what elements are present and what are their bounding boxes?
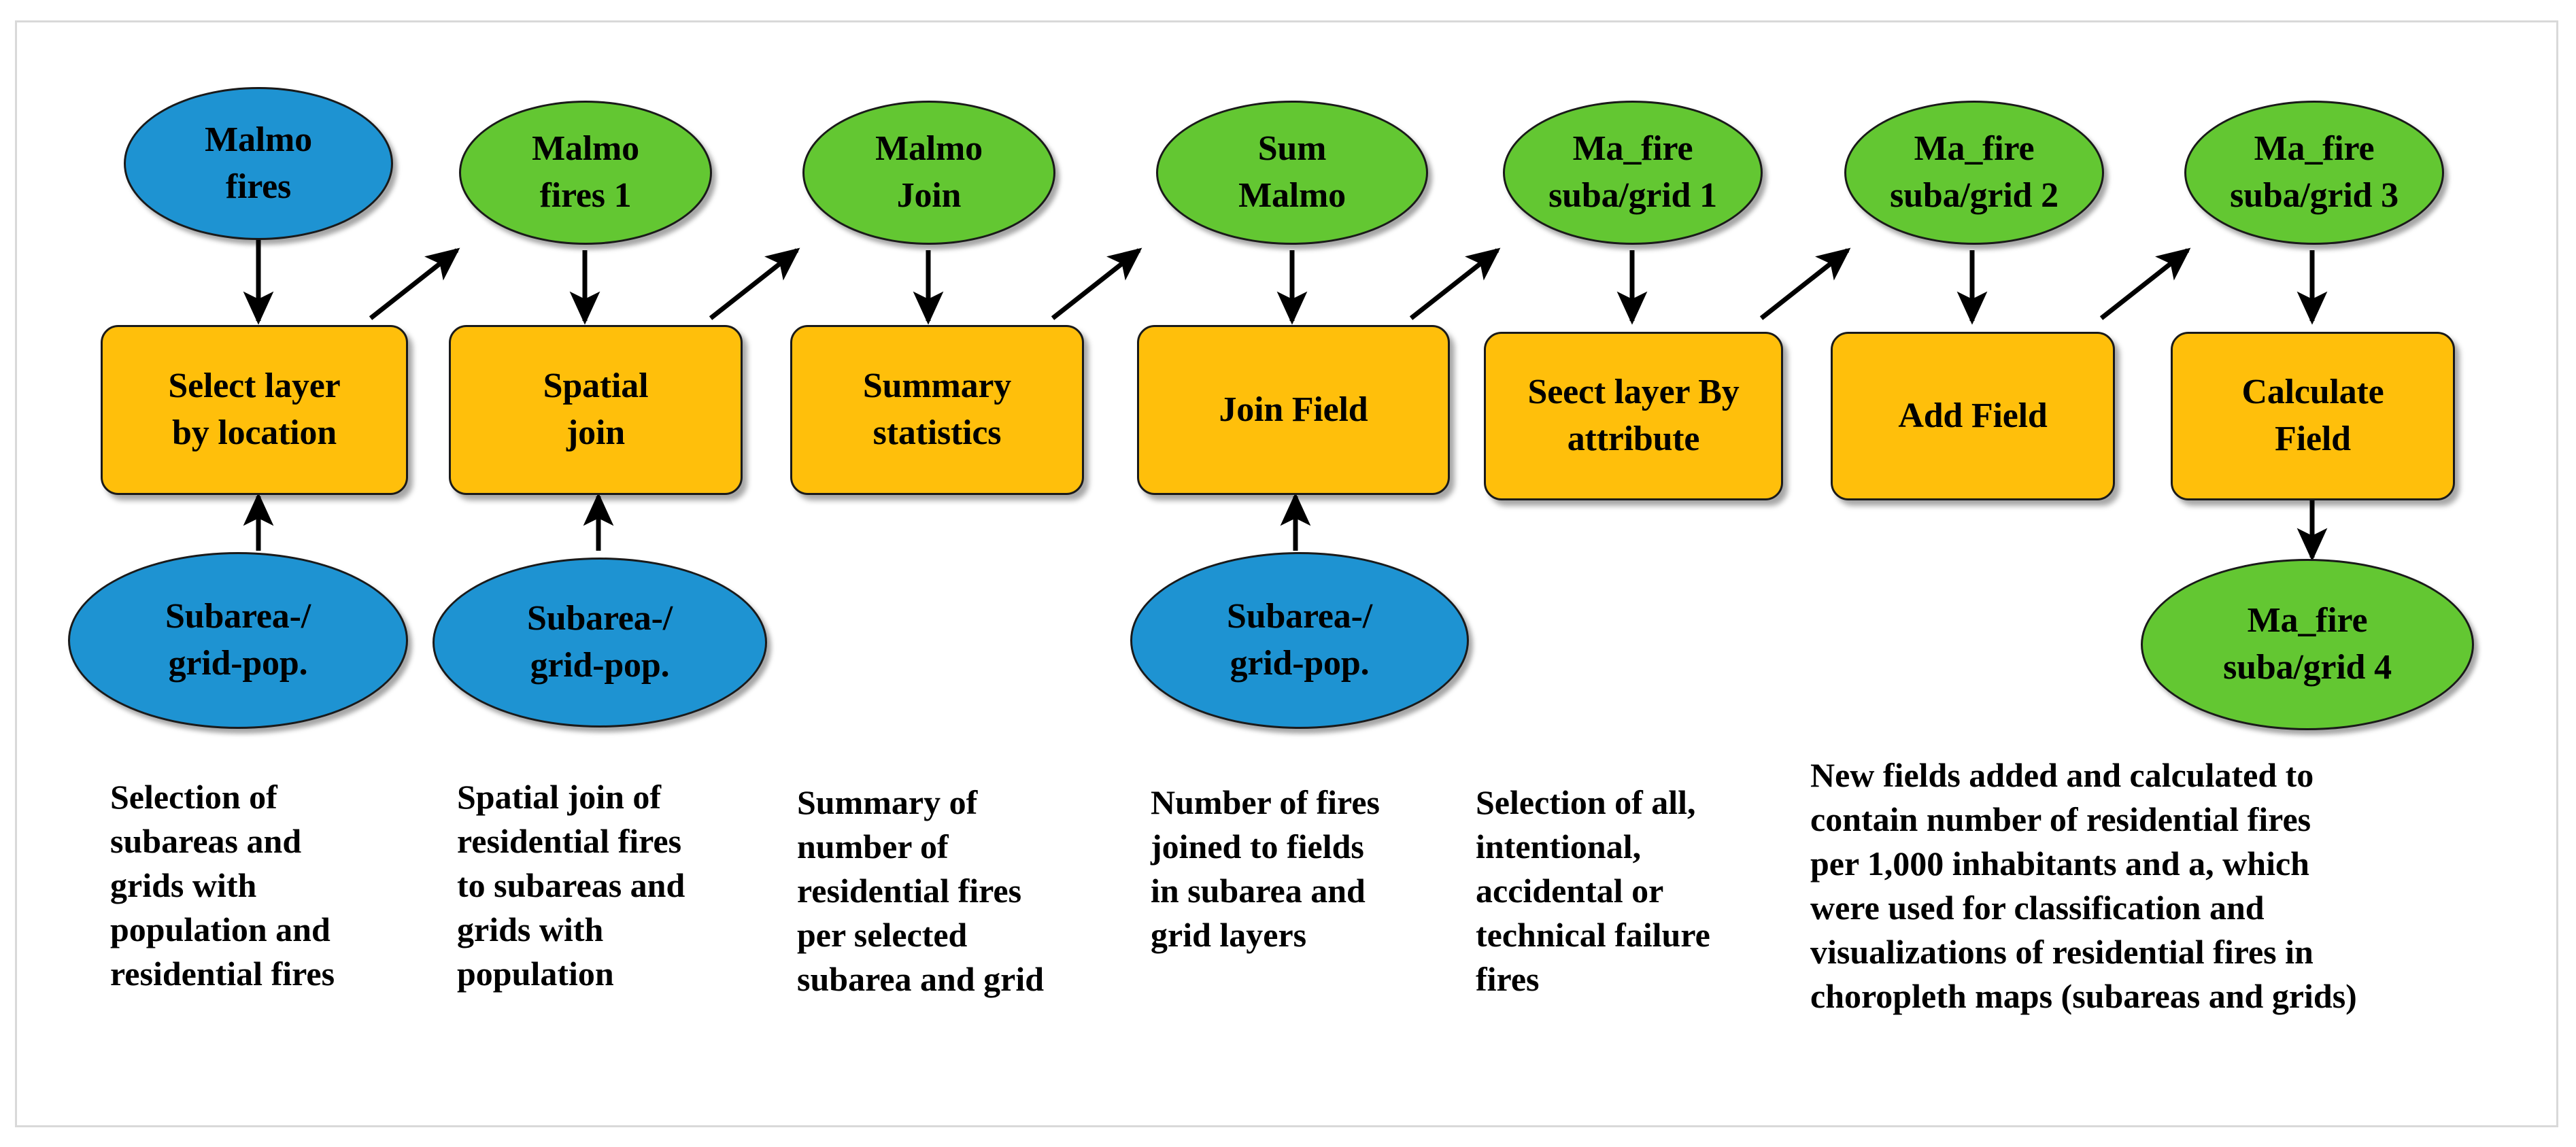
node-malmo-fires[interactable]: Malmo fires: [124, 87, 393, 240]
tool-join-field[interactable]: Join Field: [1137, 325, 1450, 495]
node-ma-fire-subagrid-3[interactable]: Ma_fire suba/grid 3: [2184, 101, 2444, 245]
caption-selection-of-subareas: Selection of subareas and grids with pop…: [110, 778, 335, 993]
tool-summary-statistics[interactable]: Summary statistics: [790, 325, 1084, 495]
tool-calculate-field[interactable]: Calculate Field: [2171, 332, 2455, 500]
node-subarea-grid-pop-2[interactable]: Subarea-/ grid-pop.: [433, 558, 767, 727]
node-malmo-join[interactable]: Malmo Join: [802, 101, 1055, 245]
node-subarea-grid-pop-1[interactable]: Subarea-/ grid-pop.: [68, 552, 408, 729]
tool-select-layer-by-attribute[interactable]: Seect layer By attribute: [1484, 332, 1783, 500]
node-ma-fire-subagrid-1[interactable]: Ma_fire suba/grid 1: [1503, 101, 1763, 245]
node-subarea-grid-pop-3[interactable]: Subarea-/ grid-pop.: [1130, 552, 1469, 729]
node-ma-fire-subagrid-4[interactable]: Ma_fire suba/grid 4: [2141, 559, 2474, 730]
caption-summary: Summary of number of residential fires p…: [797, 783, 1045, 998]
caption-number-of-fires: Number of fires joined to fields in suba…: [1151, 783, 1380, 954]
caption-new-fields: New fields added and calculated to conta…: [1810, 756, 2357, 1015]
tool-spatial-join[interactable]: Spatial join: [449, 325, 743, 495]
caption-spatial-join: Spatial join of residential fires to sub…: [457, 778, 685, 993]
tool-select-layer-by-location[interactable]: Select layer by location: [101, 325, 408, 495]
node-sum-malmo[interactable]: Sum Malmo: [1156, 101, 1428, 245]
tool-add-field[interactable]: Add Field: [1831, 332, 2115, 500]
node-ma-fire-subagrid-2[interactable]: Ma_fire suba/grid 2: [1844, 101, 2104, 245]
caption-selection-of-all: Selection of all, intentional, accidenta…: [1476, 783, 1710, 998]
node-malmo-fires-1[interactable]: Malmo fires 1: [459, 101, 712, 245]
